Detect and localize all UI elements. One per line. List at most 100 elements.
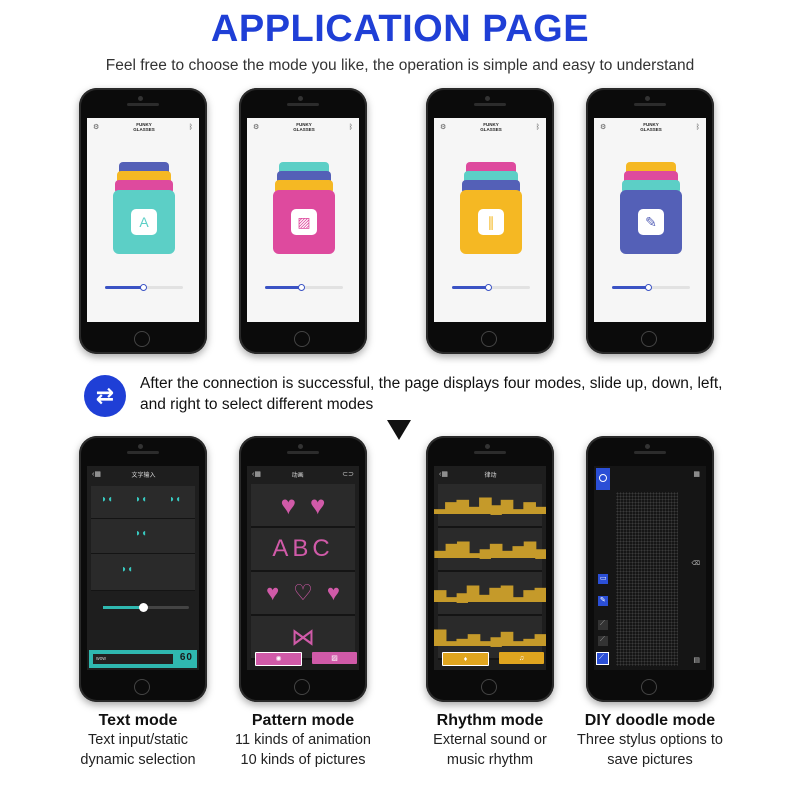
glasses-icon: ◗◖	[121, 564, 134, 575]
effect-row[interactable]: ◗◖ ◗◖ ◗◖	[91, 486, 195, 519]
toggle-icon[interactable]: ⊂⊃	[342, 471, 354, 478]
microphone-button[interactable]: ♦	[442, 652, 489, 666]
slider-knob[interactable]	[485, 284, 492, 291]
text-input[interactable]: wow	[93, 654, 173, 664]
brush-tool-button[interactable]: ✎	[598, 596, 608, 606]
settings-icon[interactable]: ⚙	[600, 124, 607, 131]
speaker-grille	[634, 103, 666, 106]
settings-icon[interactable]: ⚙	[440, 124, 447, 131]
bluetooth-icon[interactable]: ᛒ	[535, 123, 540, 131]
speaker-grille	[474, 451, 506, 454]
stylus-1-button[interactable]: ⟋	[598, 620, 608, 630]
back-grid-icon[interactable]: ‹▦	[92, 471, 101, 478]
slider-knob[interactable]	[298, 284, 305, 291]
music-button[interactable]: ♫	[499, 652, 544, 664]
pattern-row-small-hearts[interactable]: ♥♡♥	[251, 572, 355, 616]
rhythm-row[interactable]: ▅▂▄▇▃▆▇▂▅▆	[434, 572, 546, 616]
mode-desc-line2: music rhythm	[446, 752, 534, 768]
pattern-row-abc[interactable]: ABC	[251, 528, 355, 572]
speed-slider[interactable]	[103, 603, 189, 612]
speaker-grille	[127, 103, 159, 106]
stylus-2-button[interactable]: ⟋	[598, 636, 608, 646]
glasses-icon: ◗◖	[101, 494, 114, 505]
image-icon: ▨	[291, 209, 317, 235]
connection-description: After the connection is successful, the …	[140, 375, 723, 413]
bluetooth-icon[interactable]: ᛒ	[695, 123, 700, 131]
bluetooth-icon[interactable]: ᛒ	[188, 123, 193, 131]
page-subtitle: Feel free to choose the mode you like, t…	[105, 57, 695, 74]
animation-tab-button[interactable]: ✺	[255, 652, 302, 666]
doodle-color-tool[interactable]	[596, 468, 610, 490]
equalizer-icon: ▇▂▃▅▂▄▆▂▃▅	[434, 629, 546, 646]
rhythm-row[interactable]: ▃▆▇▂▄▆▃▅▇▄	[434, 528, 546, 572]
camera-icon	[645, 444, 650, 449]
page-title: APPLICATION PAGE	[210, 8, 590, 50]
settings-icon[interactable]: ⚙	[253, 124, 260, 131]
phone-screen: ‹▦ 文字输入 ◗◖ ◗◖ ◗◖ ◗◖ ◗◖ wow 60	[87, 466, 199, 670]
screen-header: ‹▦ 律动	[434, 466, 546, 482]
phone-pattern-mode: ‹▦ 动画 ⊂⊃ ♥♥ ABC ♥♡♥ ⋈ ✺ ▨	[239, 436, 367, 702]
picture-tab-button[interactable]: ▨	[312, 652, 357, 664]
home-button	[641, 331, 657, 347]
back-grid-icon[interactable]: ‹▦	[439, 471, 448, 478]
mode-label-pattern: Pattern mode 11 kinds of animation 10 ki…	[218, 712, 388, 770]
mode-card-stack[interactable]: ▨	[273, 162, 335, 262]
camera-icon	[298, 444, 303, 449]
phone-screen: ‹▦ 律动 ▂▅▆▃▇▄▆▂▅▃ ▃▆▇▂▄▆▃▅▇▄ ▅▂▄▇▃▆▇▂▅▆ ▇…	[434, 466, 546, 670]
edit-icon: ✎	[638, 209, 664, 235]
pattern-mode-card[interactable]: ▨	[273, 190, 335, 254]
mode-desc-line1: Text input/static	[88, 732, 188, 748]
pattern-row-hearts[interactable]: ♥♥	[251, 484, 355, 528]
mode-card-stack[interactable]: ∥	[460, 162, 522, 262]
stylus-icon: ⟋	[600, 636, 605, 643]
slider-knob[interactable]	[139, 603, 148, 612]
bluetooth-icon[interactable]: ᛒ	[348, 123, 353, 131]
brightness-slider[interactable]	[265, 284, 343, 291]
stylus-3-button[interactable]: ⟋	[596, 652, 609, 665]
text-mode-card[interactable]: A	[113, 190, 175, 254]
heart-outline-icon: ♡	[293, 580, 313, 605]
home-button	[294, 679, 310, 695]
speaker-grille	[474, 103, 506, 106]
settings-icon[interactable]: ⚙	[93, 124, 100, 131]
brightness-slider[interactable]	[452, 284, 530, 291]
mode-desc-line1: Three stylus options to	[577, 732, 723, 748]
effect-row[interactable]: ◗◖	[91, 519, 195, 554]
save-icon[interactable]: ▤	[693, 657, 700, 664]
mode-desc-line2: save pictures	[607, 752, 693, 768]
phone-screen: ▦ ⌫ ▤ ▭ ✎ ⟋ ⟋ ⟋	[594, 466, 706, 670]
brightness-slider[interactable]	[612, 284, 690, 291]
mode-card-stack[interactable]: ✎	[620, 162, 682, 262]
back-grid-icon[interactable]: ‹▦	[252, 471, 261, 478]
camera-icon	[645, 96, 650, 101]
mode-card-stack[interactable]: A	[113, 162, 175, 262]
rhythm-row[interactable]: ▂▅▆▃▇▄▆▂▅▃	[434, 484, 546, 528]
phone-rhythm-mode: ‹▦ 律动 ▂▅▆▃▇▄▆▂▅▃ ▃▆▇▂▄▆▃▅▇▄ ▅▂▄▇▃▆▇▂▅▆ ▇…	[426, 436, 554, 702]
abc-pattern-text: ABC	[272, 535, 334, 562]
brightness-slider[interactable]	[105, 284, 183, 291]
mode-name: Text mode	[98, 712, 178, 729]
rhythm-mode-card[interactable]: ∥	[460, 190, 522, 254]
camera-icon	[485, 96, 490, 101]
slider-knob[interactable]	[140, 284, 147, 291]
pen-tool-button[interactable]: ▭	[598, 574, 608, 584]
effect-row[interactable]: ◗◖	[91, 554, 195, 591]
doodle-canvas[interactable]	[616, 492, 678, 666]
mode-label-doodle: DIY doodle mode Three stylus options to …	[565, 712, 735, 770]
screen-header: ‹▦ 文字输入	[87, 466, 199, 482]
eraser-icon[interactable]: ⌫	[691, 561, 700, 567]
grid-menu-icon[interactable]: ▦	[693, 471, 700, 478]
slider-knob[interactable]	[645, 284, 652, 291]
doodle-mode-card[interactable]: ✎	[620, 190, 682, 254]
home-button	[294, 331, 310, 347]
